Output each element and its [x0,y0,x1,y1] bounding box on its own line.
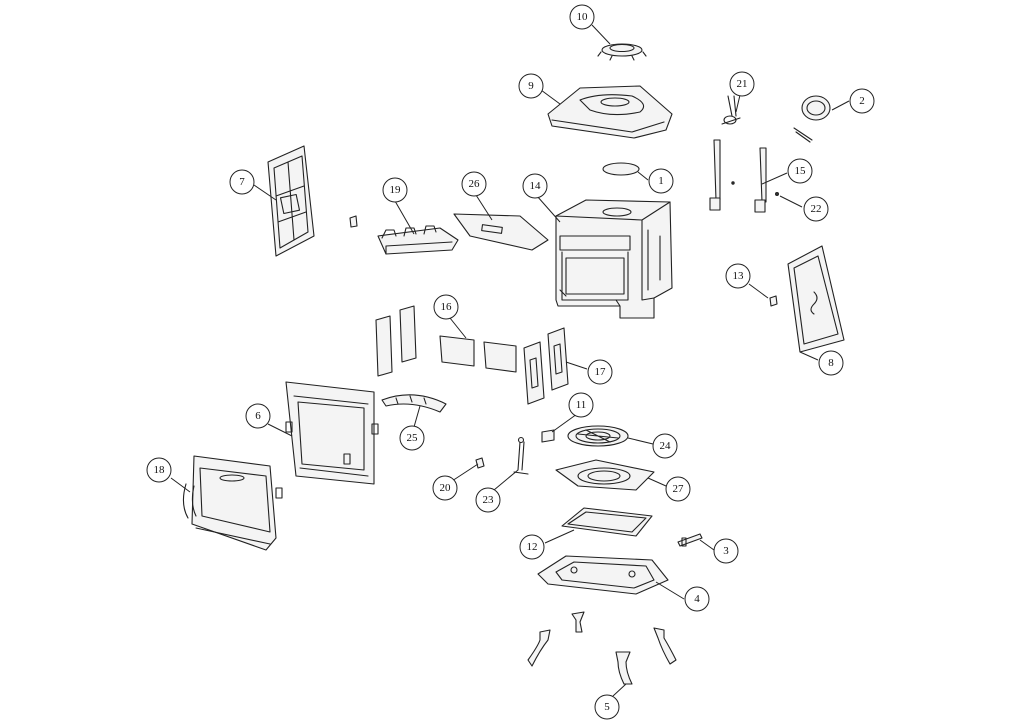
callout-10: 10 [569,4,595,30]
part-7-rear-panel [267,145,315,257]
callout-23: 23 [475,487,501,513]
part-23-riddler [513,436,529,475]
part-6-door-frame [285,381,379,485]
svg-text:25: 25 [407,432,419,444]
callout-16: 16 [433,294,459,320]
svg-text:21: 21 [737,78,748,90]
svg-text:7: 7 [239,176,245,188]
svg-text:6: 6 [255,410,261,422]
svg-text:23: 23 [483,494,495,506]
callout-25: 25 [399,425,425,451]
svg-text:4: 4 [694,593,700,605]
svg-text:17: 17 [595,366,607,378]
part-14-firebox [555,199,673,319]
part-24-round-grate [567,425,629,447]
firebricks-left [375,305,417,377]
part-19-baffle [377,225,459,255]
svg-text:16: 16 [441,301,453,313]
callout-9: 9 [518,73,544,99]
svg-text:3: 3 [723,545,729,557]
callout-14: 14 [522,173,548,199]
callout-4: 4 [684,586,710,612]
callout-1: 1 [648,168,674,194]
callout-8: 8 [818,350,844,376]
callout-19: 19 [382,177,408,203]
svg-text:12: 12 [527,541,538,553]
callout-17: 17 [587,359,613,385]
part-3-bar [677,533,703,547]
svg-text:2: 2 [859,95,865,107]
svg-text:5: 5 [604,701,610,713]
callout-22: 22 [803,196,829,222]
part-1-disc [602,162,640,176]
callout-21: 21 [729,71,755,97]
svg-text:8: 8 [828,357,834,369]
svg-text:9: 9 [528,80,534,92]
part-9-top-plate [547,85,673,139]
part-22-screw [775,192,779,196]
part-18-front-door [182,455,283,551]
part-11-clip [541,429,555,443]
svg-text:1: 1 [658,175,664,187]
svg-text:18: 18 [154,464,166,476]
svg-text:11: 11 [576,399,587,411]
callout-5: 5 [594,694,620,720]
callout-7: 7 [229,169,255,195]
part-8-side-panel [787,245,845,353]
part-27-grate-frame [555,459,655,491]
part-4-base-plate [537,555,669,595]
callout-6: 6 [245,403,271,429]
svg-text:13: 13 [733,270,745,282]
part-17-side-bricks [523,327,569,405]
callout-20: 20 [432,475,458,501]
callout-18: 18 [146,457,172,483]
part-25-grate-bar [381,394,447,413]
part-16-firebricks [439,335,517,373]
leader-lines [170,24,850,697]
part-2-ring [793,95,831,143]
callout-2: 2 [849,88,875,114]
callout-12: 12 [519,534,545,560]
part-26-baffle-plate [453,213,549,251]
callout-11: 11 [568,392,594,418]
svg-text:26: 26 [469,178,481,190]
small-clip [349,215,358,228]
callout-15: 15 [787,158,813,184]
part-20-knob [475,457,485,469]
svg-text:27: 27 [673,483,685,495]
svg-text:19: 19 [390,184,402,196]
svg-text:14: 14 [530,180,542,192]
part-5-legs [527,611,677,685]
callout-3: 3 [713,538,739,564]
svg-text:20: 20 [440,482,452,494]
part-10-flue-collar [597,43,647,61]
svg-text:24: 24 [660,440,672,452]
part-12-ash-pan [561,507,653,537]
part-15-rods [709,139,767,213]
callout-24: 24 [652,433,678,459]
callout-13: 13 [725,263,751,289]
part-13-clip [769,295,778,307]
callout-26: 26 [461,171,487,197]
callout-27: 27 [665,476,691,502]
svg-text:10: 10 [577,11,589,23]
part-21-rod [721,95,741,125]
svg-text:15: 15 [795,165,807,177]
svg-text:22: 22 [811,203,822,215]
